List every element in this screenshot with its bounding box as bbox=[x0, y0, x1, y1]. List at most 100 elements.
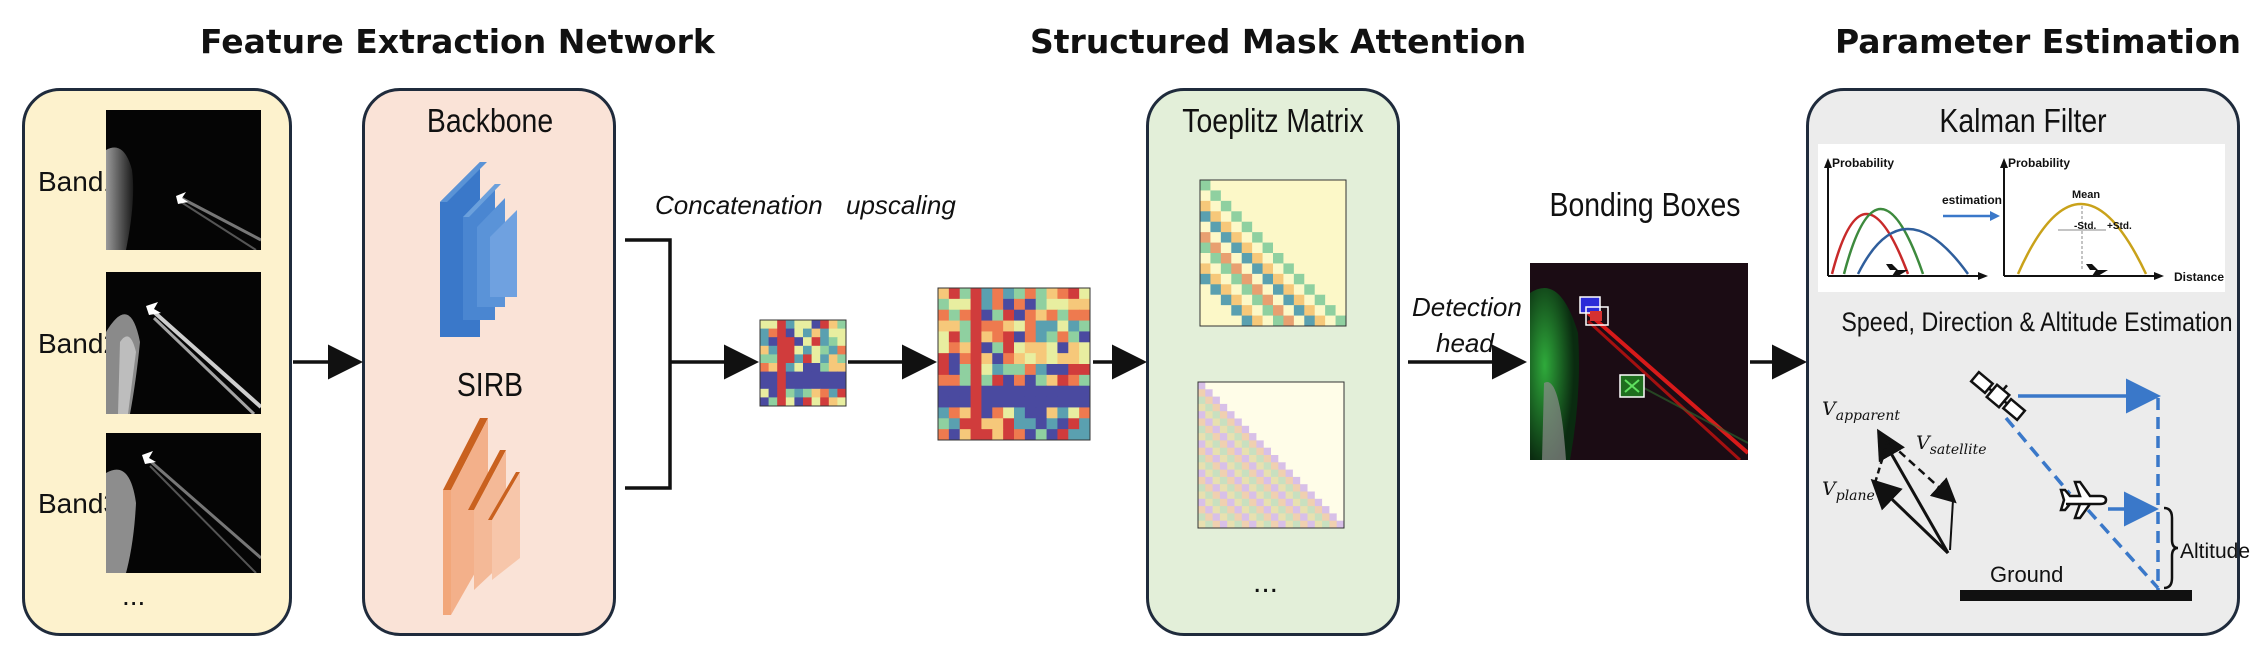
probability-label-left: Probability bbox=[1832, 156, 1895, 170]
toeplitz-matrix-2-cell bbox=[1336, 462, 1345, 470]
toeplitz-matrix-1-cell bbox=[1273, 221, 1284, 233]
small-heatmap-cell bbox=[820, 363, 830, 373]
upscaled-heatmap-cell bbox=[992, 418, 1004, 430]
toeplitz-matrix-2-cell bbox=[1336, 520, 1345, 529]
toeplitz-matrix-2-cell bbox=[1249, 418, 1257, 427]
toeplitz-matrix-2-cell bbox=[1322, 476, 1330, 485]
upscaled-heatmap-cell bbox=[938, 288, 950, 300]
upscaled-heatmap-cell bbox=[1068, 320, 1080, 332]
toeplitz-matrix-2-cell bbox=[1219, 433, 1228, 441]
upscaling-label: upscaling bbox=[846, 190, 956, 220]
small-heatmap-cell bbox=[777, 397, 787, 407]
upscaled-heatmap-cell bbox=[938, 320, 950, 332]
small-heatmap-cell bbox=[811, 380, 821, 390]
toeplitz-matrix-1-cell bbox=[1220, 221, 1232, 233]
toeplitz-matrix-2-cell bbox=[1212, 455, 1221, 463]
toeplitz-matrix-2-cell bbox=[1278, 506, 1286, 514]
upscaled-heatmap-cell bbox=[938, 385, 950, 398]
toeplitz-matrix-1-cell bbox=[1273, 200, 1284, 212]
upscaled-heatmap-cell bbox=[1024, 364, 1037, 376]
upscaled-heatmap-cell bbox=[970, 429, 982, 441]
toeplitz-matrix-2-cell bbox=[1271, 513, 1279, 522]
upscaled-heatmap-cell bbox=[938, 353, 950, 365]
toeplitz-matrix-1-cell bbox=[1283, 200, 1295, 212]
toeplitz-matrix-1-cell bbox=[1304, 284, 1316, 296]
attention-panel bbox=[1146, 88, 1400, 636]
toeplitz-matrix-2-cell bbox=[1300, 469, 1308, 478]
toeplitz-matrix-2-cell bbox=[1278, 382, 1286, 390]
toeplitz-matrix-2-cell bbox=[1307, 455, 1316, 463]
toeplitz-matrix-2-cell bbox=[1278, 440, 1286, 449]
upscaled-heatmap-cell bbox=[1014, 364, 1026, 376]
toeplitz-matrix-2-cell bbox=[1198, 403, 1206, 412]
detection-head-label-2: head bbox=[1436, 328, 1494, 358]
toeplitz-matrix-1-cell bbox=[1220, 294, 1232, 306]
toeplitz-matrix-2-cell bbox=[1256, 484, 1265, 492]
toeplitz-matrix-2-cell bbox=[1249, 455, 1257, 463]
upscaled-heatmap-cell bbox=[981, 374, 993, 387]
toeplitz-matrix-2-cell bbox=[1212, 403, 1221, 412]
toeplitz-matrix-2-cell bbox=[1278, 425, 1286, 434]
toeplitz-matrix-2-cell bbox=[1307, 462, 1316, 470]
toeplitz-matrix-2-cell bbox=[1300, 476, 1308, 485]
toeplitz-matrix-2-cell bbox=[1227, 498, 1235, 507]
toeplitz-matrix-1-cell bbox=[1200, 273, 1211, 285]
toeplitz-matrix-2-cell bbox=[1227, 513, 1235, 522]
toeplitz-matrix-2-cell bbox=[1249, 425, 1257, 434]
upscaled-heatmap-cell bbox=[1046, 342, 1058, 354]
toeplitz-matrix-2-cell bbox=[1198, 411, 1206, 419]
toeplitz-matrix-1-cell bbox=[1241, 200, 1253, 212]
toeplitz-matrix-2-cell bbox=[1314, 513, 1323, 522]
toeplitz-matrix-1-cell bbox=[1325, 273, 1336, 285]
upscaled-heatmap-cell bbox=[959, 396, 972, 408]
toeplitz-matrix-2-cell bbox=[1219, 455, 1228, 463]
toeplitz-matrix-1-cell bbox=[1220, 305, 1232, 316]
toeplitz-matrix-2-cell bbox=[1322, 498, 1330, 507]
upscaled-heatmap-cell bbox=[1024, 396, 1037, 408]
toeplitz-matrix-1-cell bbox=[1335, 211, 1347, 223]
toeplitz-matrix-1-cell bbox=[1304, 253, 1316, 264]
toeplitz-matrix-1-cell bbox=[1304, 232, 1316, 243]
toeplitz-matrix-1-cell bbox=[1325, 232, 1336, 243]
toeplitz-matrix-2-cell bbox=[1241, 396, 1250, 405]
toeplitz-matrix-1-cell bbox=[1283, 242, 1295, 254]
upscaled-heatmap-cell bbox=[1057, 385, 1069, 398]
toeplitz-matrix-2-cell bbox=[1227, 440, 1235, 449]
toeplitz-matrix-2-cell bbox=[1300, 418, 1308, 427]
small-heatmap-cell bbox=[760, 380, 770, 390]
toeplitz-matrix-2-cell bbox=[1256, 520, 1265, 529]
toeplitz-matrix-2-cell bbox=[1292, 462, 1301, 470]
toeplitz-matrix-2-cell bbox=[1314, 447, 1323, 456]
upscaled-heatmap-cell bbox=[1003, 407, 1015, 419]
toeplitz-matrix-1-cell bbox=[1273, 315, 1284, 327]
toeplitz-matrix-2-cell bbox=[1278, 418, 1286, 427]
toeplitz-matrix-1-cell bbox=[1293, 221, 1305, 233]
toeplitz-matrix-2-cell bbox=[1249, 440, 1257, 449]
toeplitz-matrix-2-cell bbox=[1292, 440, 1301, 449]
toeplitz-matrix-2-cell bbox=[1249, 389, 1257, 397]
concatenation-label: Concatenation bbox=[655, 190, 823, 220]
toeplitz-matrix-1-cell bbox=[1262, 253, 1274, 264]
toeplitz-matrix-2-cell bbox=[1263, 418, 1272, 427]
toeplitz-matrix-2-cell bbox=[1219, 462, 1228, 470]
upscaled-heatmap-cell bbox=[1014, 309, 1026, 322]
toeplitz-matrix-2-cell bbox=[1271, 403, 1279, 412]
small-heatmap-cell bbox=[828, 363, 838, 373]
small-heatmap-cell bbox=[820, 320, 830, 330]
toeplitz-matrix-2-cell bbox=[1241, 455, 1250, 463]
toeplitz-matrix-1-cell bbox=[1231, 180, 1243, 191]
small-heatmap-cell bbox=[803, 354, 813, 364]
toeplitz-matrix-2-cell bbox=[1292, 403, 1301, 412]
upscaled-heatmap-cell bbox=[1003, 385, 1015, 398]
small-heatmap-cell bbox=[828, 345, 838, 355]
upscaled-heatmap-cell bbox=[1003, 342, 1015, 354]
upscaled-heatmap-cell bbox=[1079, 320, 1091, 332]
toeplitz-matrix-2-cell bbox=[1285, 484, 1294, 492]
upscaled-heatmap-cell bbox=[938, 309, 950, 322]
toeplitz-matrix-2-cell bbox=[1271, 411, 1279, 419]
toeplitz-matrix-2-cell bbox=[1256, 513, 1265, 522]
upscaled-heatmap-cell bbox=[1035, 342, 1048, 354]
toeplitz-matrix-1-cell bbox=[1304, 190, 1316, 202]
toeplitz-matrix-2-cell bbox=[1227, 389, 1235, 397]
toeplitz-matrix-2-cell bbox=[1227, 506, 1235, 514]
